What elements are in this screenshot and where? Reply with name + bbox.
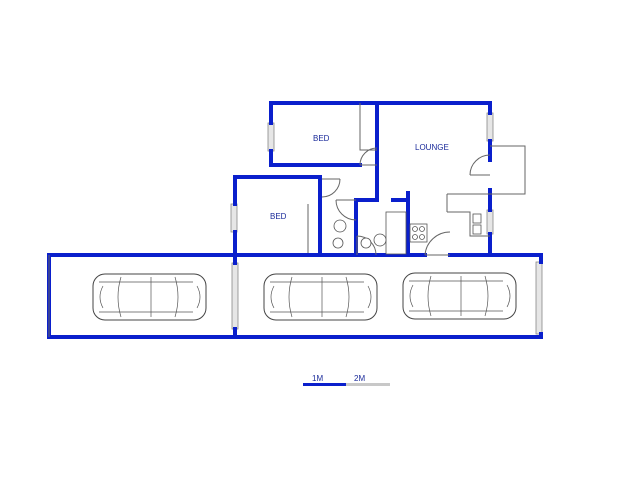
kitchen-sink-1: [472, 213, 482, 224]
basin-1: [333, 219, 347, 233]
scale-label-1m: 1M: [312, 374, 323, 383]
stove-plate-2: [419, 226, 425, 232]
door-bed-top: [359, 147, 378, 166]
window-bed-left: [230, 203, 238, 233]
bed-top-closet: [359, 103, 377, 151]
fixtures: [332, 211, 482, 255]
window-carport-right: [535, 261, 543, 335]
doors: [321, 147, 491, 256]
stove: [409, 223, 428, 243]
walls: [47, 101, 543, 339]
scale-label-2m: 2M: [354, 374, 365, 383]
door-entrance: [424, 231, 451, 256]
scale-segment-1: [303, 383, 346, 386]
room-label-bed-top: BED: [313, 134, 330, 143]
toilet-1: [332, 237, 344, 249]
stove-plate-4: [419, 234, 425, 240]
lounge-door-box: [490, 145, 526, 195]
scale-segment-2: [346, 383, 390, 386]
car-1: [92, 273, 207, 321]
stove-plate-3: [412, 234, 418, 240]
stove-plate-1: [412, 226, 418, 232]
door-bath-1: [335, 199, 357, 221]
car-3: [402, 272, 517, 320]
window-lounge: [486, 112, 494, 142]
scale-bar: 1M 2M: [303, 374, 390, 386]
door-bed-left: [321, 178, 341, 198]
basin-2: [373, 233, 387, 247]
kitchen-counter: [446, 193, 490, 237]
window-kitchen: [486, 209, 494, 235]
interior-lines: [48, 103, 526, 337]
room-label-lounge: LOUNGE: [415, 143, 449, 152]
room-label-bed-left: BED: [270, 212, 287, 221]
car-2: [263, 273, 378, 321]
kitchen-sink-2: [472, 224, 482, 235]
toilet-2: [360, 237, 372, 249]
window-carport-mid: [231, 262, 239, 330]
window-bed-top: [267, 122, 275, 152]
bathtub: [385, 211, 407, 255]
door-lounge-hall: [469, 154, 491, 176]
